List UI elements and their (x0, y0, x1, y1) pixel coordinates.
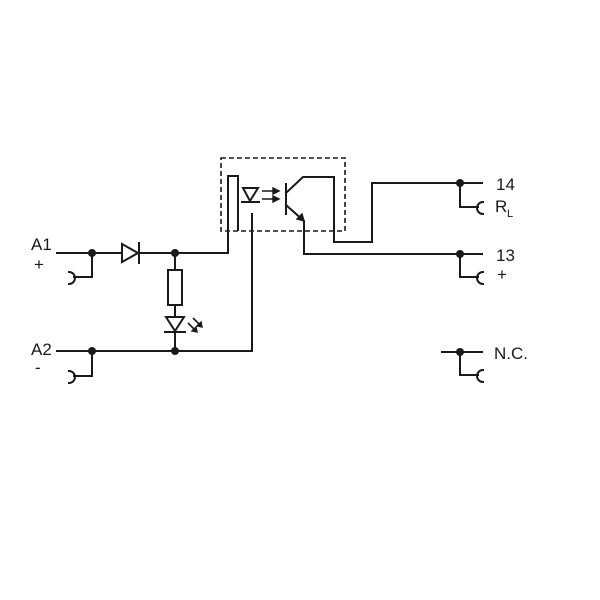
phototransistor-icon (284, 176, 461, 255)
indicator-led-icon (164, 316, 203, 333)
optocoupler-housing (220, 157, 346, 232)
terminal-13: 13 + (456, 246, 515, 286)
terminal-13-polarity: + (497, 265, 507, 284)
terminal-a2-polarity: - (35, 358, 41, 377)
junction-dot (88, 249, 96, 257)
terminal-nc: N.C. (441, 344, 528, 384)
terminal-a1-clamp-icon (67, 252, 93, 286)
terminal-a2-label: A2 (31, 340, 52, 359)
input-wiring (56, 175, 253, 355)
terminal-nc-label: N.C. (494, 344, 528, 363)
terminal-14-load-label: R (495, 197, 507, 216)
terminal-14: 14 R L (456, 175, 515, 220)
terminal-14-clamp-icon (459, 182, 485, 216)
junction-dot (171, 347, 179, 355)
terminal-14-label: 14 (496, 175, 515, 194)
terminal-a2-clamp-icon (67, 350, 93, 385)
junction-dot (88, 347, 96, 355)
terminal-a2: A2 - (31, 340, 93, 385)
terminal-13-label: 13 (496, 246, 515, 265)
junction-dot (171, 249, 179, 257)
terminal-a1: A1 + (31, 235, 93, 286)
terminal-nc-clamp-icon (459, 351, 485, 384)
terminal-13-clamp-icon (459, 253, 485, 286)
optocoupler-led-icon (241, 186, 281, 204)
terminal-14-load-subscript: L (507, 208, 513, 220)
terminal-a1-polarity: + (34, 255, 44, 274)
protection-diode-icon (121, 242, 141, 264)
terminal-a1-label: A1 (31, 235, 52, 254)
resistor-icon (167, 269, 183, 306)
